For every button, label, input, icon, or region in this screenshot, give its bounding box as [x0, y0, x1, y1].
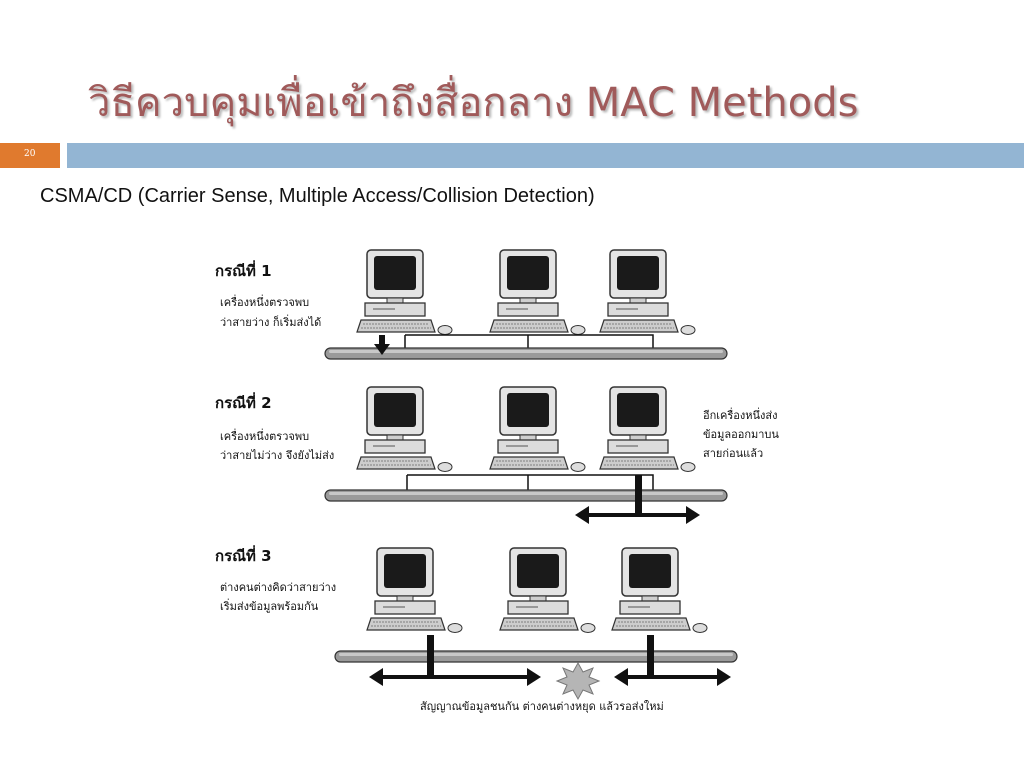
case-3-signal-arrow-left-icon: [369, 668, 541, 686]
case-2-computer-3: [599, 386, 696, 473]
collision-burst-icon: [555, 661, 601, 701]
case-1-computer-3: [599, 249, 696, 336]
case-3-computer-3: [611, 547, 708, 634]
case-1-desc-line2: ว่าสายว่าง ก็เริ่มส่งได้: [220, 314, 321, 329]
case-2-desc-line2: ว่าสายไม่ว่าง จึงยังไม่ส่ง: [220, 449, 334, 462]
case-2-group: กรณีที่ 2 เครื่องหนึ่งตรวจพบ ว่าสายไม่ว่…: [215, 386, 779, 524]
case-2-taps: [406, 474, 654, 490]
case-3-caption: สัญญาณข้อมูลชนกัน ต่างคนต่างหยุด แล้วรอส…: [420, 700, 664, 713]
case-2-note-line2: ข้อมูลออกมาบน: [703, 428, 779, 441]
title-underline-bar: [67, 143, 1024, 168]
csma-cd-diagram: กรณีที่ 1 เครื่องหนึ่งตรวจพบ ว่าสายว่าง …: [215, 249, 779, 713]
case-2-desc-line1: เครื่องหนึ่งตรวจพบ: [220, 428, 309, 443]
case-2-note-line3: สายก่อนแล้ว: [703, 447, 763, 460]
case-3-sending-tap-right: [647, 635, 654, 677]
case-2-label: กรณีที่ 2: [215, 392, 272, 412]
slide-number-box: 20: [0, 143, 60, 168]
case-3-label: กรณีที่ 3: [215, 545, 272, 565]
case-3-sending-tap-left: [427, 635, 434, 677]
case-3-group: กรณีที่ 3 ต่างคนต่างคิดว่าสายว่าง เริ่มส…: [215, 545, 738, 713]
case-2-computer-1: [356, 386, 453, 473]
case-2-computer-2: [489, 386, 586, 473]
case-1-computer-2: [489, 249, 586, 336]
case-1-label: กรณีที่ 1: [215, 260, 272, 280]
case-3-shared-cable: [334, 650, 738, 663]
case-2-note-line1: อีกเครื่องหนึ่งส่ง: [703, 407, 778, 422]
case-3-desc-line2: เริ่มส่งข้อมูลพร้อมกัน: [220, 598, 319, 613]
case-3-desc-line1: ต่างคนต่างคิดว่าสายว่าง: [220, 581, 336, 594]
case-2-signal-arrow-icon: [575, 506, 700, 524]
slide-number: 20: [24, 149, 36, 159]
case-1-group: กรณีที่ 1 เครื่องหนึ่งตรวจพบ ว่าสายว่าง …: [215, 249, 728, 360]
case-1-down-arrow-icon: [374, 335, 390, 355]
slide-subtitle: CSMA/CD (Carrier Sense, Multiple Access/…: [40, 185, 595, 207]
case-3-computer-1: [366, 547, 463, 634]
case-2-shared-cable: [324, 489, 728, 502]
case-3-signal-arrow-right-icon: [614, 668, 731, 686]
case-2-sending-tap: [635, 475, 642, 515]
case-3-computer-2: [499, 547, 596, 634]
slide-title: วิธีควบคุมเพื่อเข้าถึงสื่อกลาง MAC Metho…: [88, 80, 859, 126]
case-1-computer-1: [356, 249, 453, 336]
case-1-desc-line1: เครื่องหนึ่งตรวจพบ: [220, 294, 309, 309]
